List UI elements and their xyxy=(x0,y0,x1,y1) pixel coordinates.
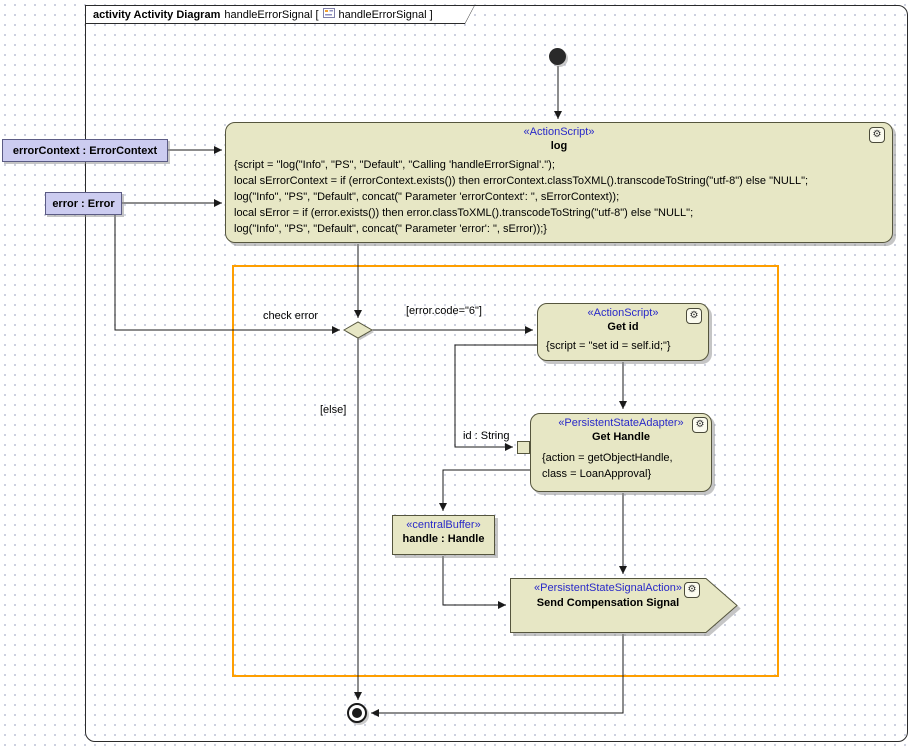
log-script: {script = "log("Info", "PS", "Default", … xyxy=(226,153,892,237)
getid-name: Get id xyxy=(607,321,639,333)
frame-ref-label: handleErrorSignal ] xyxy=(338,8,433,21)
frame-title-tab[interactable]: activity Activity Diagram handleErrorSig… xyxy=(85,5,475,24)
decision-node[interactable] xyxy=(342,321,374,339)
edge-label-error-code-guard[interactable]: [error.code="6"] xyxy=(406,305,482,317)
edge-label-check-error[interactable]: check error xyxy=(263,310,319,322)
getid-stereotype: «ActionScript» xyxy=(587,307,659,319)
initial-node[interactable] xyxy=(549,48,566,65)
edge-getid-to-id-pin[interactable] xyxy=(454,344,537,451)
buffer-name: handle : Handle xyxy=(402,533,485,545)
frame-name-label: handleErrorSignal [ xyxy=(224,8,319,21)
log-name: log xyxy=(550,140,568,152)
gear-script-icon: ⚙ xyxy=(869,127,885,143)
getid-script: {script = "set id = self.id;"} xyxy=(538,334,708,354)
edge-error-to-decision[interactable] xyxy=(114,215,340,334)
script-line: local sError = if (error.exists()) then … xyxy=(234,207,694,219)
parameter-node-error[interactable]: error : Error xyxy=(45,192,122,215)
interruptible-region[interactable] xyxy=(232,265,779,677)
action-get-handle[interactable]: «PersistentStateAdapter» Get Handle {act… xyxy=(530,413,712,492)
parameter-node-errorcontext[interactable]: errorContext : ErrorContext xyxy=(2,139,168,162)
gethandle-stereotype: «PersistentStateAdapter» xyxy=(558,417,684,429)
signal-shape[interactable] xyxy=(510,578,738,633)
edge-gethandle-to-buffer[interactable] xyxy=(439,469,530,511)
gear-script-icon: ⚙ xyxy=(686,308,702,324)
edge-label-id-pin[interactable]: id : String xyxy=(463,430,510,442)
action-log[interactable]: «ActionScript» log {script = "log("Info"… xyxy=(225,122,893,243)
gear-adapter-icon: ⚙ xyxy=(692,417,708,433)
final-node-dot xyxy=(352,708,362,718)
errorcontext-label: errorContext : ErrorContext xyxy=(12,144,158,157)
signal-name: Send Compensation Signal xyxy=(536,597,680,609)
central-buffer-handle[interactable]: «centralBuffer» handle : Handle xyxy=(392,515,495,555)
send-signal-action[interactable]: «PersistentStateSignalAction» Send Compe… xyxy=(510,578,738,633)
gethandle-name: Get Handle xyxy=(591,431,651,443)
activity-diagram-thumbnail-icon xyxy=(323,7,335,22)
signal-stereotype: «PersistentStateSignalAction» xyxy=(534,582,682,594)
gear-adapter-icon: ⚙ xyxy=(684,582,700,598)
gethandle-body: {action = getObjectHandle, class = LoanA… xyxy=(531,444,711,482)
body-line: class = LoanApproval} xyxy=(542,468,652,480)
script-line: {script = "log("Info", "PS", "Default", … xyxy=(234,159,555,171)
script-line: log("Info", "PS", "Default", concat(" Pa… xyxy=(234,223,547,235)
action-get-id[interactable]: «ActionScript» Get id {script = "set id … xyxy=(537,303,709,361)
script-line: {script = "set id = self.id;"} xyxy=(546,340,671,352)
activity-frame-border xyxy=(85,5,908,742)
script-line: local sErrorContext = if (errorContext.e… xyxy=(234,175,809,187)
edge-signal-to-final[interactable] xyxy=(371,634,624,717)
edge-label-else-guard[interactable]: [else] xyxy=(320,404,347,416)
frame-kind-label: activity Activity Diagram xyxy=(93,8,221,21)
body-line: {action = getObjectHandle, xyxy=(542,452,673,464)
log-stereotype: «ActionScript» xyxy=(523,126,595,138)
input-pin-id[interactable] xyxy=(517,441,530,454)
activity-final-node[interactable] xyxy=(347,703,367,723)
error-label: error : Error xyxy=(52,197,115,210)
edge-buffer-to-signal[interactable] xyxy=(442,556,506,609)
buffer-stereotype: «centralBuffer» xyxy=(406,519,481,531)
script-line: log("Info", "PS", "Default", concat(" Pa… xyxy=(234,191,620,203)
